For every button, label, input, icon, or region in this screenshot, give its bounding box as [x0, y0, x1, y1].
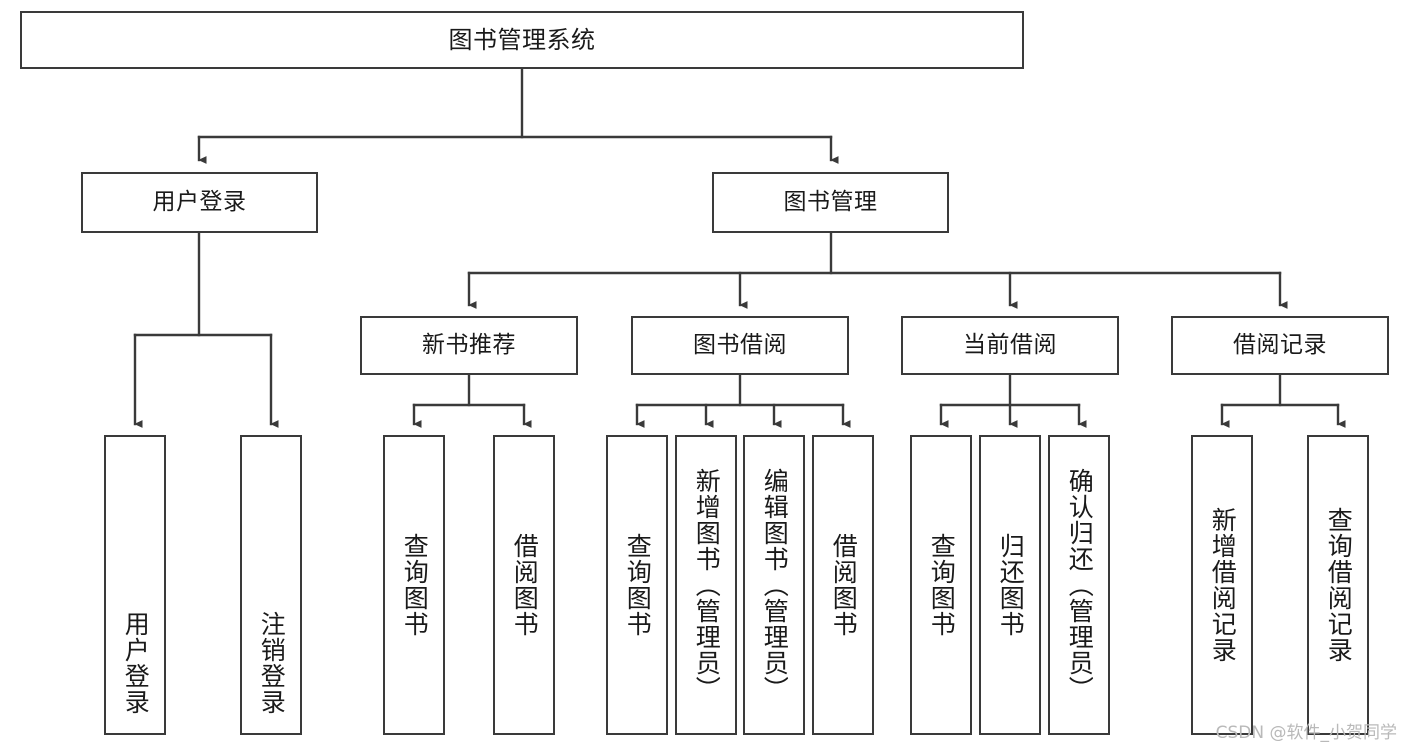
node-label: 图书管理系统	[448, 26, 596, 54]
leaf-add-borrow-record[interactable]: 新增借阅记录	[1191, 435, 1253, 735]
node-label: 归还图书	[996, 533, 1026, 637]
node-label: 查询图书	[927, 533, 957, 637]
leaf-query-book-current[interactable]: 查询图书	[910, 435, 972, 735]
node-label: 查询借阅记录	[1324, 507, 1354, 663]
node-book-borrow[interactable]: 图书借阅	[631, 316, 849, 375]
node-label: 编辑图书（管理员）	[760, 468, 790, 702]
node-label: 图书管理	[783, 189, 878, 215]
node-label: 注销登录	[257, 611, 287, 715]
node-label: 查询图书	[400, 533, 430, 637]
leaf-query-book-rec[interactable]: 查询图书	[383, 435, 445, 735]
node-label: 图书借阅	[693, 332, 787, 358]
leaf-return-book[interactable]: 归还图书	[979, 435, 1041, 735]
node-label: 当前借阅	[963, 332, 1057, 358]
leaf-borrow-book-rec[interactable]: 借阅图书	[493, 435, 555, 735]
node-label: 借阅记录	[1233, 332, 1327, 358]
node-new-book-recommend[interactable]: 新书推荐	[360, 316, 578, 375]
node-label: 借阅图书	[829, 533, 859, 637]
node-label: 新增图书（管理员）	[692, 468, 722, 702]
leaf-edit-book-admin[interactable]: 编辑图书（管理员）	[743, 435, 805, 735]
leaf-query-borrow-record[interactable]: 查询借阅记录	[1307, 435, 1369, 735]
node-current-borrow[interactable]: 当前借阅	[901, 316, 1119, 375]
node-label: 用户登录	[152, 189, 247, 215]
node-label: 借阅图书	[510, 533, 540, 637]
watermark-text: CSDN @软件_小贺同学	[1215, 723, 1397, 743]
leaf-confirm-return-admin[interactable]: 确认归还（管理员）	[1048, 435, 1110, 735]
leaf-user-login[interactable]: 用户登录	[104, 435, 166, 735]
leaf-query-book-borrow[interactable]: 查询图书	[606, 435, 668, 735]
node-borrow-record[interactable]: 借阅记录	[1171, 316, 1389, 375]
node-label: 新增借阅记录	[1208, 507, 1238, 663]
leaf-logout-login[interactable]: 注销登录	[240, 435, 302, 735]
node-label: 新书推荐	[422, 332, 516, 358]
leaf-borrow-book[interactable]: 借阅图书	[812, 435, 874, 735]
node-label: 确认归还（管理员）	[1065, 468, 1095, 702]
node-book-manage[interactable]: 图书管理	[712, 172, 949, 233]
node-user-login[interactable]: 用户登录	[81, 172, 318, 233]
leaf-add-book-admin[interactable]: 新增图书（管理员）	[675, 435, 737, 735]
node-label: 查询图书	[623, 533, 653, 637]
node-label: 用户登录	[121, 611, 151, 715]
node-root-system[interactable]: 图书管理系统	[20, 11, 1024, 69]
